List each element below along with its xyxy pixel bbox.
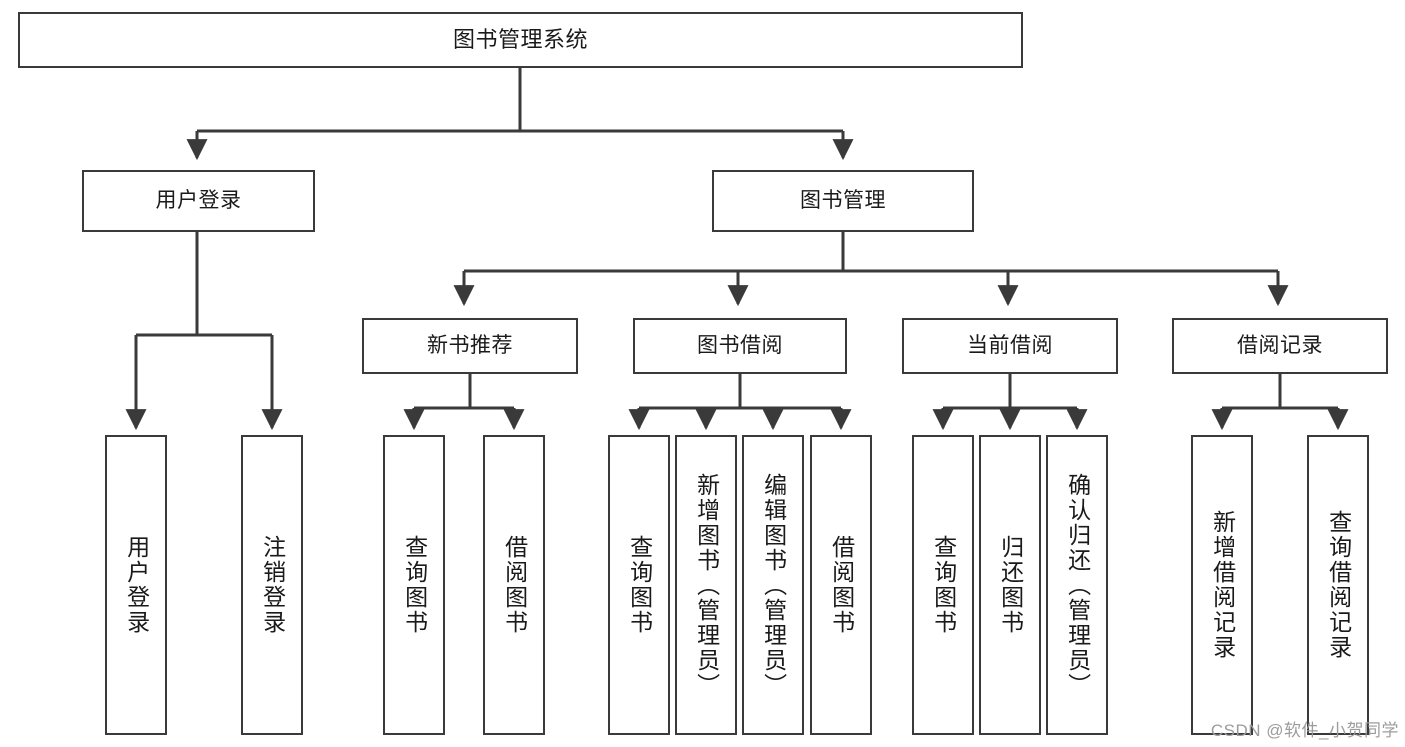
node-book-borrow[interactable]: 图书借阅 — [633, 318, 847, 374]
leaf-record-add-record[interactable]: 新增借阅记录 — [1191, 435, 1253, 735]
node-label: 新书推荐 — [427, 333, 513, 357]
leaf-user-login-signout[interactable]: 注销登录 — [241, 435, 303, 735]
node-label: 借阅图书 — [501, 535, 528, 635]
leaf-user-login-signin[interactable]: 用户登录 — [105, 435, 167, 735]
leaf-recommend-borrow-book[interactable]: 借阅图书 — [483, 435, 545, 735]
leaf-borrow-borrow-book[interactable]: 借阅图书 — [810, 435, 872, 735]
leaf-current-confirm-return[interactable]: 确认归还（管理员） — [1046, 435, 1108, 735]
leaf-borrow-add-book[interactable]: 新增图书（管理员） — [675, 435, 737, 735]
leaf-borrow-edit-book[interactable]: 编辑图书（管理员） — [742, 435, 804, 735]
leaf-borrow-query-book[interactable]: 查询图书 — [608, 435, 670, 735]
node-borrow-record[interactable]: 借阅记录 — [1172, 318, 1388, 374]
node-label: 查询图书 — [401, 535, 428, 635]
node-label: 当前借阅 — [967, 333, 1053, 357]
node-label: 图书借阅 — [697, 333, 783, 357]
node-label: 注销登录 — [259, 535, 286, 635]
node-label: 编辑图书（管理员） — [760, 472, 787, 698]
node-label: 新增图书（管理员） — [693, 472, 720, 698]
node-label: 图书管理 — [800, 188, 886, 212]
node-book-management[interactable]: 图书管理 — [712, 170, 974, 232]
watermark: CSDN @软件_小贺同学 — [1210, 721, 1399, 740]
node-label: 借阅图书 — [828, 535, 855, 635]
node-root-system[interactable]: 图书管理系统 — [18, 12, 1023, 68]
node-new-book-recommend[interactable]: 新书推荐 — [362, 318, 578, 374]
node-label: 用户登录 — [155, 188, 242, 212]
node-label: 确认归还（管理员） — [1064, 472, 1091, 698]
leaf-record-query-record[interactable]: 查询借阅记录 — [1307, 435, 1369, 735]
node-label: 查询图书 — [626, 535, 653, 635]
node-label: 用户登录 — [123, 535, 150, 635]
node-current-borrow[interactable]: 当前借阅 — [902, 318, 1118, 374]
node-label: 归还图书 — [997, 535, 1024, 635]
leaf-recommend-query-book[interactable]: 查询图书 — [383, 435, 445, 735]
node-label: 借阅记录 — [1237, 333, 1323, 357]
node-label: 新增借阅记录 — [1209, 510, 1236, 660]
node-label: 查询图书 — [930, 535, 957, 635]
leaf-current-query-book[interactable]: 查询图书 — [912, 435, 974, 735]
node-label: 图书管理系统 — [452, 27, 588, 53]
leaf-current-return-book[interactable]: 归还图书 — [979, 435, 1041, 735]
node-user-login[interactable]: 用户登录 — [82, 170, 315, 232]
node-label: 查询借阅记录 — [1325, 510, 1352, 660]
